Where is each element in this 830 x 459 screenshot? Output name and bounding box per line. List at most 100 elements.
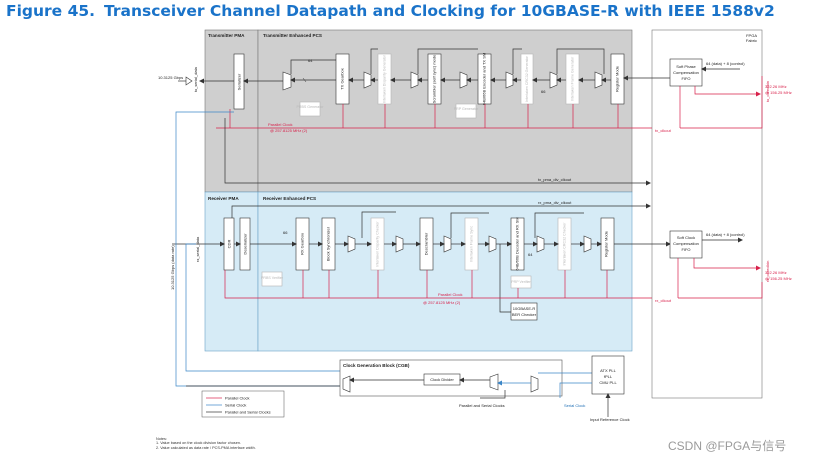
legend-parallel: Parallel Clock [225, 396, 249, 401]
tx-mux-6 [549, 71, 558, 89]
note-1: 1. Value based on the clock division fac… [156, 441, 241, 446]
watermark: CSDN @FPGA与信号 [668, 439, 787, 453]
tx-crc-label: Interlaken CRC32 Generator [525, 55, 529, 102]
notes-heading: Notes: [156, 437, 167, 441]
tx-parallel-freq-label: @ 257.8125 MHz (2) [270, 128, 308, 133]
soft-clock-fifo-block [669, 230, 703, 259]
tx-rate-label: 10.3125 Gbps [158, 75, 183, 80]
rx-bus-64: 64 [528, 252, 533, 257]
rx-pcs-label: Receiver Enhanced PCS [263, 196, 316, 201]
tx-output-buffer [185, 76, 193, 86]
prbs-verifier-block [261, 271, 283, 287]
ber-checker-label-2: BER Checker [512, 312, 537, 317]
deserializer-label: Deserializer [243, 233, 248, 255]
serial-clock-routing [175, 111, 340, 387]
tx-clocking: Parallel Clock @ 257.8125 MHz (2) tx_clk… [216, 76, 792, 186]
serial-clock-label: Serial Clock [564, 403, 585, 408]
rx-clk-156: @ 156.25 MHz [765, 276, 792, 281]
tx-clk-156: @ 156.25 MHz [765, 90, 792, 95]
fabric-label: Fabric [746, 38, 757, 43]
frame-generator-label: Interlaken Frame Generator [571, 56, 575, 101]
legend: Parallel Clock Serial Clock Parallel and… [201, 390, 285, 418]
pll-label-1: ATX PLL [600, 368, 616, 373]
parallel-serial-clocks-label: Parallel and Serial Clocks [459, 403, 505, 408]
soft-clock-fifo-label-2: Compensation [673, 241, 699, 246]
scrambler-label: Scrambler (self sync) mode [432, 54, 437, 103]
ber-checker-label-1: 10GBASE-R [513, 306, 536, 311]
rx-register-mode-label: Register Mode [604, 230, 609, 257]
tx-pma-region [204, 29, 259, 193]
soft-phase-fifo-block [669, 58, 703, 87]
rx-pma-region [204, 191, 259, 352]
legend-serial: Serial Clock [225, 403, 246, 408]
tx-pma-label: Transmitter PMA [208, 33, 245, 38]
rx-data-out-label: 64 (data) + 8 (control) [706, 232, 745, 237]
rx-bus-66: 66 [283, 230, 288, 235]
cdr-label: CDR [227, 240, 232, 249]
tx-register-mode-label: Register Mode [615, 65, 620, 92]
rx-crc-label: Interlaken CRC32 Checker [563, 222, 567, 266]
prbs-generator-block [299, 101, 321, 117]
block-sync-label: Block Synchronizer [326, 226, 331, 261]
clock-divider-label: Clock Divider [430, 377, 454, 382]
input-ref-label: Input Reference Clock [590, 417, 630, 422]
cgb-block: Clock Generation Block (CGB) Clock Divid… [339, 355, 630, 422]
figure-title-text: Transceiver Channel Datapath and Clockin… [104, 2, 775, 20]
rx-clk-322: 322.26 MHz [765, 270, 787, 275]
prp-verifier-block [510, 275, 532, 289]
tx-mux-3 [410, 71, 419, 89]
soft-phase-fifo-label-1: Soft Phase [676, 64, 696, 69]
prp-verifier-label: PRP Verifier [511, 280, 531, 284]
ber-checker-block [510, 302, 538, 321]
prp-generator-block [455, 103, 477, 119]
rx-parallel-freq-label: @ 257.8125 MHz (2) [423, 300, 461, 305]
rx-datapath: CDR Deserializer RX Gearbox Block Synchr… [170, 211, 745, 321]
fpga-fabric-region [651, 29, 763, 399]
tx-mux-4 [459, 71, 468, 89]
tx-pma-div-label: tx_pma_div_clkout [538, 177, 572, 182]
rx-pcs-region [257, 191, 633, 352]
frame-sync-label: Interlaken Frame Sync [470, 226, 474, 262]
serializer-label: Serializer [237, 73, 242, 90]
tx-clk-322: 322.26 MHz [765, 84, 787, 89]
cgb-label: Clock Generation Block (CGB) [343, 363, 410, 368]
rx-clkout-label: rx_clkout [655, 298, 672, 303]
tx-disparity-label: Interlaken Disparity Generator [383, 54, 387, 103]
tx-pcs-label: Transmitter Enhanced PCS [263, 33, 322, 38]
rx-coreclk-label: rx_coreclkin [765, 261, 770, 282]
pll-label-3: CMU PLL [599, 380, 617, 385]
rx-serial-data-label: rx_serial_data [195, 236, 200, 262]
note-2: 2. Value calculated as data rate / PCS-P… [156, 445, 256, 450]
rx-rate-label: 10.3125 Gbps (data rate) [170, 245, 175, 290]
prbs-verifier-label: PRBS Verifier [261, 276, 284, 280]
tx-clkout-label: tx_clkout [655, 128, 672, 133]
tx-coreclk-label: tx_coreclkin [765, 81, 770, 102]
tx-mux-1 [282, 71, 292, 91]
legend-both: Parallel and Serial Clocks [225, 410, 271, 415]
prp-generator-label: PRP Generator [454, 107, 479, 111]
tx-bus-64: 64 [308, 58, 313, 63]
rx-parallel-clock-label: Parallel Clock [438, 292, 462, 297]
encoder-label: 64B/66B Encoder and TX SM [482, 53, 487, 105]
soft-clock-fifo-label-1: Soft Clock [677, 235, 695, 240]
rx-pma-label: Receiver PMA [208, 196, 239, 201]
tx-datapath: Serializer TX Gearbox Interlaken Dispari… [158, 48, 745, 119]
descrambler-label: Descrambler [424, 232, 429, 255]
tx-mux-7 [594, 71, 603, 89]
rx-disparity-label: Interlaken Disparity Checker [376, 221, 380, 267]
pll-label-2: fPLL [604, 374, 613, 379]
tx-serial-data-label: tx_serial_data [193, 66, 198, 92]
tx-parallel-clock-label: Parallel Clock [268, 122, 292, 127]
tx-data-in-label: 64 (data) + 8 (control) [706, 61, 745, 66]
pll-block [591, 355, 625, 395]
notes: Notes: 1. Value based on the clock divis… [156, 437, 256, 450]
tx-mux-5 [505, 71, 514, 89]
tx-gearbox-label: TX Gearbox [340, 68, 345, 90]
prbs-generator-label: PRBS Generator [297, 105, 325, 109]
fpga-label: FPGA [746, 33, 757, 38]
rx-gearbox-label: RX Gearbox [300, 233, 305, 255]
figure-title: Figure 45.Transceiver Channel Datapath a… [6, 2, 775, 20]
soft-clock-fifo-label-3: FIFO [681, 247, 690, 252]
tx-bus-66: 66 [541, 89, 546, 94]
